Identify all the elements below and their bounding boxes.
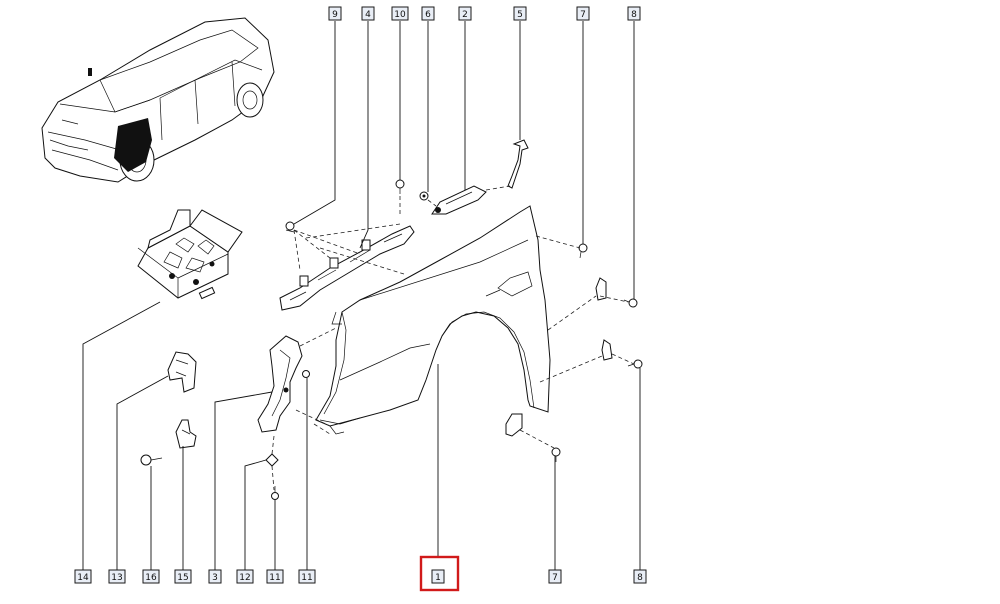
- fasteners: [140, 179, 643, 500]
- callout-10[interactable]: 10: [391, 6, 409, 21]
- selected-part-highlight: [419, 555, 460, 592]
- upper-rail-bracket: [279, 225, 415, 311]
- callout-12[interactable]: 12: [236, 569, 254, 584]
- svg-text:4: 4: [365, 10, 371, 20]
- callout-16[interactable]: 16: [142, 569, 160, 584]
- callout-5[interactable]: 5: [513, 6, 527, 21]
- svg-text:15: 15: [177, 573, 188, 583]
- callout-14[interactable]: 14: [74, 569, 92, 584]
- svg-text:14: 14: [77, 573, 89, 583]
- callout-15[interactable]: 15: [174, 569, 192, 584]
- svg-text:8: 8: [631, 10, 637, 20]
- svg-text:11: 11: [269, 573, 280, 583]
- bottom-callouts: 14 13 16 15 3 12 11 11: [74, 555, 647, 592]
- svg-text:7: 7: [580, 10, 586, 20]
- svg-text:10: 10: [394, 10, 406, 20]
- svg-text:5: 5: [517, 10, 523, 20]
- hinge-bracket: [431, 185, 487, 215]
- svg-text:9: 9: [332, 10, 338, 20]
- assembly-dashed-lines: [271, 185, 635, 491]
- callout-11-a[interactable]: 11: [266, 569, 284, 584]
- mounting-bracket-13: [167, 351, 197, 393]
- leader-lines: [82, 21, 641, 570]
- callout-7-bottom[interactable]: 7: [548, 569, 562, 584]
- svg-text:16: 16: [145, 573, 157, 583]
- callout-11-b[interactable]: 11: [298, 569, 316, 584]
- front-fender-panel: [315, 205, 551, 437]
- car-thumbnail: [41, 17, 275, 183]
- svg-text:8: 8: [637, 573, 643, 583]
- callout-13[interactable]: 13: [108, 569, 126, 584]
- callout-6[interactable]: 6: [421, 6, 435, 21]
- svg-text:2: 2: [462, 10, 468, 20]
- svg-text:7: 7: [552, 573, 558, 583]
- svg-text:6: 6: [425, 10, 431, 20]
- callout-2[interactable]: 2: [458, 6, 472, 21]
- svg-text:3: 3: [212, 573, 218, 583]
- clip-kit-box: [137, 209, 243, 300]
- callout-4[interactable]: 4: [361, 6, 375, 21]
- small-bracket-15: [175, 419, 197, 449]
- callout-8-top[interactable]: 8: [627, 6, 641, 21]
- support-rod: [507, 139, 529, 189]
- callout-9[interactable]: 9: [328, 6, 342, 21]
- callout-1[interactable]: 1: [419, 555, 460, 592]
- svg-text:11: 11: [301, 573, 312, 583]
- callout-8-bottom[interactable]: 8: [633, 569, 647, 584]
- front-lower-bracket: [257, 335, 303, 433]
- svg-text:13: 13: [111, 573, 122, 583]
- svg-text:1: 1: [435, 573, 441, 583]
- svg-text:12: 12: [239, 573, 250, 583]
- side-bracket-upper: [595, 277, 607, 301]
- top-callouts: 9 4 10 6 2 5 7 8: [328, 6, 641, 21]
- callout-7-top[interactable]: 7: [576, 6, 590, 21]
- callout-3[interactable]: 3: [208, 569, 222, 584]
- side-bracket-lower: [601, 339, 613, 361]
